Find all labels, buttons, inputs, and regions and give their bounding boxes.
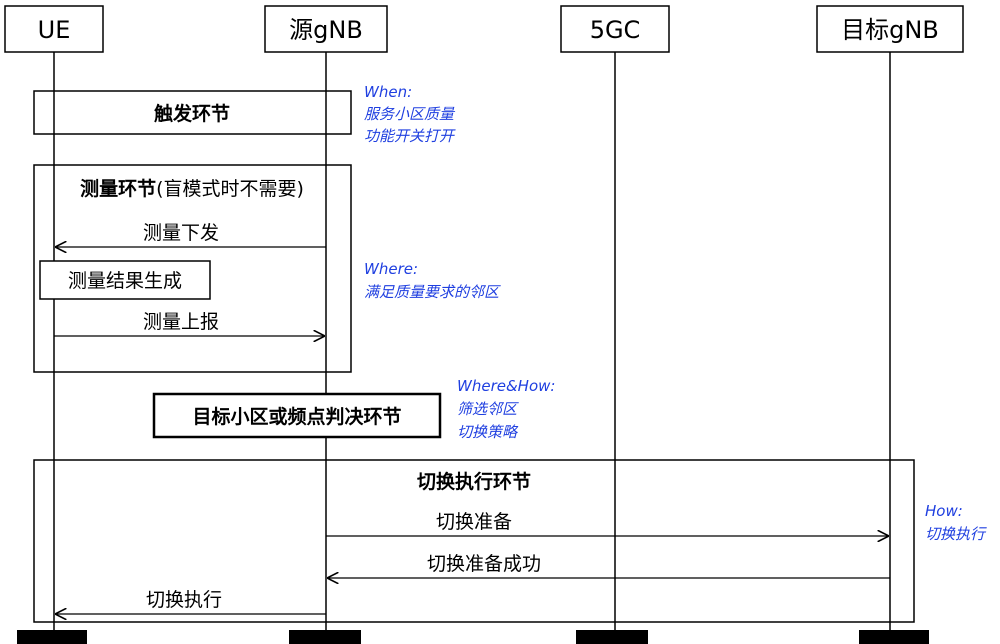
- note-how: How: 切换执行: [925, 502, 987, 543]
- meas-result-gen-label: 测量结果生成: [68, 270, 182, 292]
- execution-phase-title: 切换执行环节: [417, 470, 531, 493]
- lifeline-end-bar-source-gnb: [289, 630, 361, 644]
- note-where-how-line: 切换策略: [457, 423, 519, 441]
- trigger-phase-frame: [33, 90, 352, 135]
- meas-result-gen-box: 测量结果生成: [39, 260, 211, 300]
- ho-prepare-label: 切换准备: [436, 511, 512, 533]
- note-where-how: Where&How: 筛选邻区 切换策略: [457, 377, 555, 441]
- note-when-line: 服务小区质量: [364, 105, 456, 123]
- note-how-line: How:: [925, 502, 963, 520]
- participant-ue-label: UE: [38, 16, 71, 44]
- note-how-line: 切换执行: [925, 525, 987, 543]
- note-when-line: When:: [364, 83, 412, 101]
- meas-config-label: 测量下发: [143, 222, 219, 244]
- participant-source-gnb-label: 源gNB: [289, 16, 363, 44]
- note-where: Where: 满足质量要求的邻区: [364, 260, 501, 301]
- note-when: When: 服务小区质量 功能开关打开: [364, 83, 456, 145]
- participant-target-gnb-label: 目标gNB: [841, 16, 939, 44]
- note-when-line: 功能开关打开: [364, 127, 456, 145]
- measurement-phase-title-bold: 测量环节: [80, 178, 156, 200]
- ho-prepare-success-label: 切换准备成功: [427, 553, 541, 575]
- note-where-how-line: Where&How:: [457, 377, 555, 395]
- trigger-phase-title: 触发环节: [154, 102, 230, 125]
- target-decision-phase: 目标小区或频点判决环节: [152, 392, 442, 439]
- lifeline-end-bar-ue: [17, 630, 87, 644]
- measurement-phase-title-note: (盲模式时不需要): [156, 178, 304, 200]
- measurement-phase-title: 测量环节(盲模式时不需要): [80, 178, 304, 200]
- ho-execute-label: 切换执行: [146, 589, 222, 611]
- meas-report-label: 测量上报: [143, 311, 219, 333]
- target-decision-phase-title: 目标小区或频点判决环节: [192, 405, 401, 428]
- note-where-how-line: 筛选邻区: [457, 400, 519, 418]
- participant-5gc-label: 5GC: [590, 16, 641, 44]
- participant-ue: UE: [4, 5, 104, 53]
- participant-5gc: 5GC: [560, 5, 670, 53]
- note-where-line: Where:: [364, 260, 418, 278]
- participant-source-gnb: 源gNB: [264, 5, 388, 53]
- lifeline-end-bar-5gc: [576, 630, 648, 644]
- lifeline-end-bar-target-gnb: [859, 630, 929, 644]
- execution-phase-frame: [33, 459, 915, 623]
- participant-target-gnb: 目标gNB: [816, 5, 964, 53]
- note-where-line: 满足质量要求的邻区: [364, 283, 501, 301]
